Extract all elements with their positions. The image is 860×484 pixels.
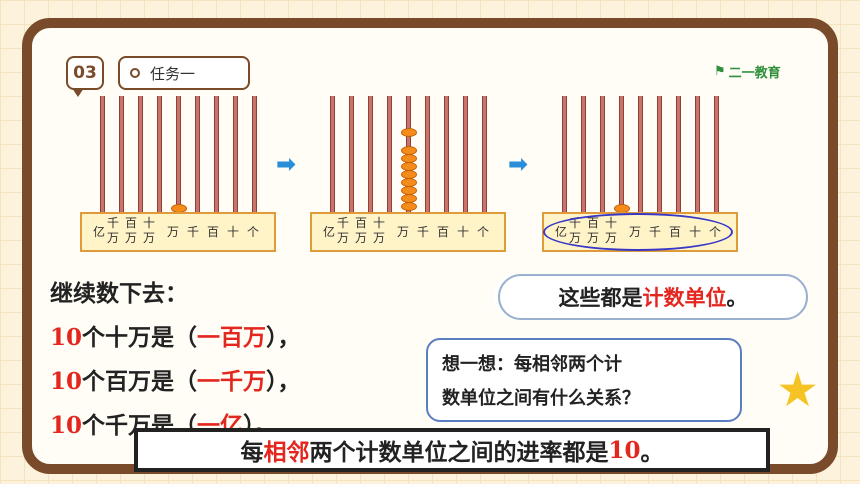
arrow-right-icon: ➡ [276,150,297,178]
place-label: 千万 [336,216,349,245]
task-tab[interactable]: 任务一 [118,56,250,90]
summary-part: 两个计数单位之间的进率都是 [309,439,609,466]
task-label: 任务一 [150,64,196,83]
exercise-row: 10个百万是（一千万）， [50,360,301,404]
place-label: 个 [476,225,489,239]
intro-text: 继续数下去： [50,280,188,307]
row-text: 个十万是（ [82,324,198,351]
abacus-1: 亿 千万 百万 十万 万 千 百 十 个 [80,96,296,254]
abacus-rod [695,96,700,214]
logo-text: 二一教育 [728,66,781,81]
abacus-rod [330,96,335,214]
abacus-rod [138,96,143,214]
place-label: 个 [246,225,259,239]
abacus-rod [562,96,567,214]
place-label: 百万 [124,216,137,245]
row-end: ）， [266,368,301,395]
circle-icon [130,68,140,78]
cloud-text-highlight: 计数单位 [642,285,727,310]
place-label: 千 [186,225,199,239]
place-label: 千 [416,225,429,239]
cloud-text-prefix: 这些都是 [558,285,643,310]
place-label: 亿 [322,225,335,239]
cloud-callout: 这些都是 计数单位 。 [498,274,808,320]
abacus-rod [444,96,449,214]
abacus-bead [401,202,417,211]
abacus-rod [619,96,624,214]
place-label: 十 [456,225,469,239]
abacus-rod [176,96,181,214]
row-answer: 一千万 [197,368,267,395]
place-label: 万 [396,225,409,239]
place-label: 万 [166,225,179,239]
abacus-rod [425,96,430,214]
exercise-lines: 继续数下去： 10个十万是（一百万）， 10个百万是（一千万）， 10个千万是（… [50,272,301,448]
place-label: 十万 [142,216,155,245]
abacus-rod [195,96,200,214]
row-answer: 一百万 [197,324,267,351]
exercise-row: 10个十万是（一百万）， [50,316,301,360]
place-value-frame: 亿 千万 百万 十万 万 千 百 十 个 [310,212,506,252]
summary-part: 每 [240,439,264,466]
abacus-rod [252,96,257,214]
abacus-rod [482,96,487,214]
row-number: 10 [50,324,83,351]
abacus-rod [119,96,124,214]
abacus-rod [600,96,605,214]
cloud-text-suffix: 。 [726,285,748,310]
highlight-ellipse [543,213,733,251]
abacus-rod [233,96,238,214]
abacus-rod [349,96,354,214]
abacus-rod [657,96,662,214]
row-text: 个百万是（ [82,368,198,395]
place-label: 千万 [106,216,119,245]
place-label: 十万 [372,216,385,245]
think-prompt-box: 想一想：每相邻两个计 数单位之间有什么关系？ [426,338,742,422]
abacus-rod [214,96,219,214]
star-mascot-icon: ★ [776,362,820,418]
place-label: 亿 [92,225,105,239]
summary-highlight: 相邻 [263,439,310,466]
section-badge: 03 [66,56,104,97]
summary-part: 。 [640,439,664,466]
think-line-2: 数单位之间有什么关系？ [442,388,640,409]
place-label: 十 [226,225,239,239]
abacus-rod [368,96,373,214]
think-line-1: 想一想：每相邻两个计 [442,354,622,375]
arrow-right-icon: ➡ [508,150,529,178]
place-label: 百万 [354,216,367,245]
abacus-rod [387,96,392,214]
abacus-rod [463,96,468,214]
row-number: 10 [50,368,83,395]
abacus-rod [676,96,681,214]
runner-icon: ⚑ [714,64,726,79]
row-end: ）， [266,324,301,351]
brand-logo: ⚑ 二一教育 [714,62,781,81]
summary-highlight: 10 [608,436,641,464]
place-label: 百 [206,225,219,239]
abacus-rod [157,96,162,214]
place-value-frame: 亿 千万 百万 十万 万 千 百 十 个 [80,212,276,252]
row-number: 10 [50,412,83,439]
abacus-bead [401,128,417,137]
abacus-rod [581,96,586,214]
abacus-rod [100,96,105,214]
abacus-rod [638,96,643,214]
place-label: 百 [436,225,449,239]
abacus-rod [714,96,719,214]
abacus-2: 亿 千万 百万 十万 万 千 百 十 个 [310,96,526,254]
